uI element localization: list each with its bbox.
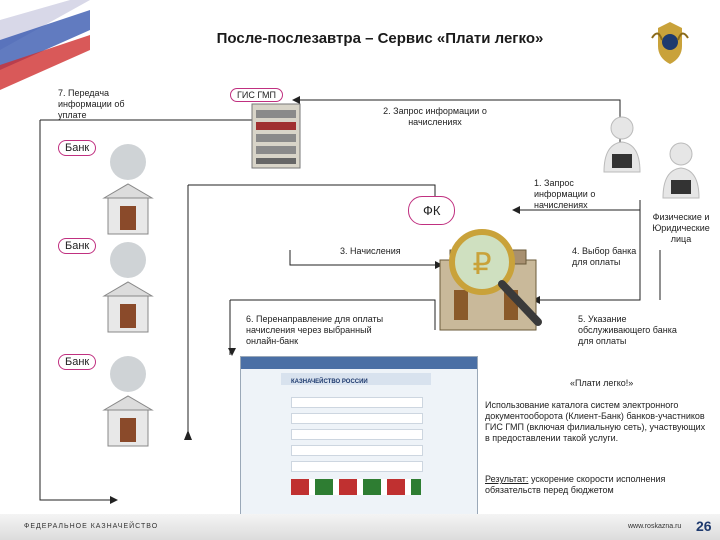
flag-decoration [0,0,90,90]
site-title: КАЗНАЧЕЙСТВО РОССИИ [291,379,368,385]
page-number: 26 [696,518,712,534]
fk-label: ФК [408,196,456,225]
result-label: Результат: [485,474,529,484]
form-row [291,397,423,408]
step2-label: 2. Запрос информации о начислениях [383,106,487,127]
website-screenshot: КАЗНАЧЕЙСТВО РОССИИ [240,356,478,518]
step3-label: 3. Начисления [340,246,401,256]
step1-label: 1. Запрос информации о начислениях [534,178,596,210]
bank-icon [102,242,154,333]
footer-org: ФЕДЕРАЛЬНОЕ КАЗНАЧЕЙСТВО [24,523,159,530]
bank-label: Банк [58,238,97,254]
bank-icon [102,356,154,447]
page-title: После-послезавтра – Сервис «Плати легко» [216,30,544,47]
browser-bar [241,357,477,369]
step5-label: 5. Указание обслуживающего банка для опл… [578,314,677,346]
bank-logos [291,479,421,495]
persons-label: Физические и Юридические лица [652,212,710,244]
bank-label: Банк [58,140,97,156]
description-text: Использование каталога систем электронно… [485,400,706,443]
footer-site[interactable]: www.roskazna.ru [628,523,682,530]
form-row [291,429,423,440]
plati-legko-label: «Плати легко!» [570,378,634,388]
svg-text:₽: ₽ [472,248,491,281]
bank-label: Банк [58,354,97,370]
result-value: ускорение скорости исполнения обязательс… [485,474,666,495]
treasury-icon: ₽ [439,229,542,331]
form-row [291,445,423,456]
emblem-icon [651,22,689,64]
form-row [291,461,423,472]
gisgmp-label: ГИС ГМП [230,88,283,102]
step6-label: 6. Перенаправление для оплаты начисления… [246,314,384,346]
person-icon [603,116,641,173]
step7-label: 7. Передача информации об уплате [58,88,125,120]
person-icon [662,142,700,199]
result-text: Результат: ускорение скорости исполнения… [485,474,707,496]
step4-label: 4. Выбор банка для оплаты [572,246,637,267]
form-row [291,413,423,424]
server-icon [251,103,301,169]
bank-icon [102,144,154,235]
footer-bar [0,514,720,540]
site-header [281,373,431,385]
